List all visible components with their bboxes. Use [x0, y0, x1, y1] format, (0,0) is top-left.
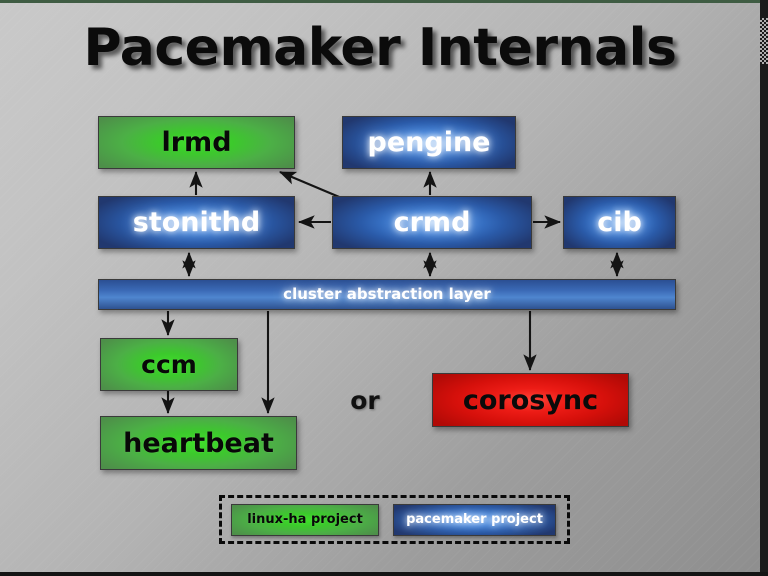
node-crmd[interactable]: crmd [332, 196, 532, 249]
page-title: Pacemaker Internals [83, 18, 677, 78]
node-ccm[interactable]: ccm [100, 338, 238, 391]
node-lrmd-label: lrmd [161, 127, 232, 158]
node-pengine[interactable]: pengine [342, 116, 516, 169]
node-ccm-label: ccm [141, 350, 197, 379]
legend-item-linux-ha-label: linux-ha project [247, 512, 363, 527]
node-cluster-abstraction-layer-label: cluster abstraction layer [283, 285, 491, 303]
node-heartbeat[interactable]: heartbeat [100, 416, 297, 470]
slide-top-border [0, 0, 764, 3]
scrollbar-thumb[interactable] [760, 18, 768, 64]
edge-crmd-to-lrmd [279, 171, 345, 200]
node-corosync-label: corosync [462, 384, 599, 416]
node-crmd-label: crmd [393, 207, 471, 238]
legend-item-pacemaker-label: pacemaker project [406, 512, 543, 527]
node-pengine-label: pengine [367, 127, 491, 158]
legend-item-linux-ha[interactable]: linux-ha project [231, 503, 379, 536]
or-separator-label: or [350, 386, 380, 415]
right-edge-strip [760, 0, 768, 576]
node-heartbeat-label: heartbeat [123, 427, 274, 459]
node-stonithd-label: stonithd [132, 207, 261, 238]
node-cluster-abstraction-layer[interactable]: cluster abstraction layer [98, 279, 676, 310]
node-corosync[interactable]: corosync [432, 373, 629, 427]
slide-bottom-border [0, 572, 768, 576]
node-stonithd[interactable]: stonithd [98, 196, 295, 249]
legend-item-pacemaker[interactable]: pacemaker project [393, 503, 556, 536]
legend: linux-ha project pacemaker project [219, 495, 570, 544]
node-cib[interactable]: cib [563, 196, 676, 249]
node-lrmd[interactable]: lrmd [98, 116, 295, 169]
node-cib-label: cib [597, 207, 642, 238]
